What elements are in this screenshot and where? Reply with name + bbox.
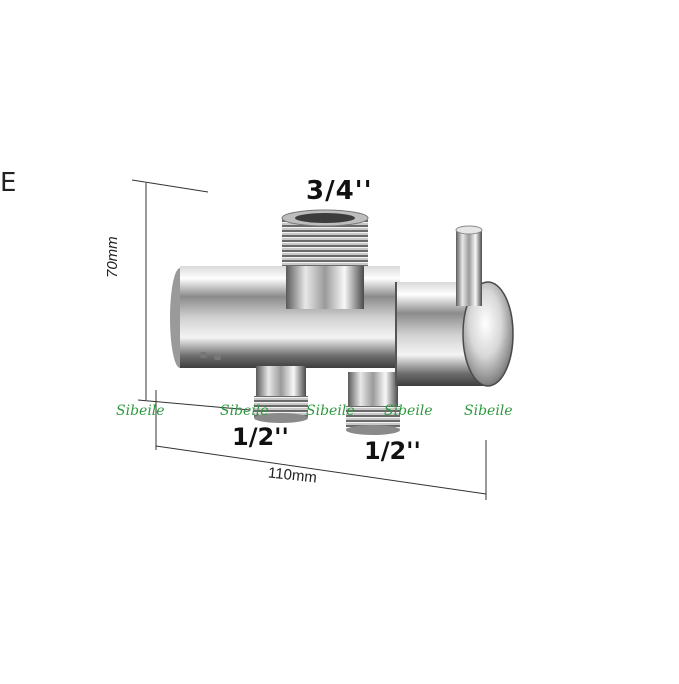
watermark-text: Sibeile [384, 403, 433, 419]
handle-cap [395, 281, 514, 387]
watermark-text: Sibeile [116, 403, 165, 419]
height-dimension: 70mm [104, 236, 121, 278]
corner-letter: E [0, 168, 17, 198]
body-details [200, 352, 221, 360]
lever [455, 225, 483, 306]
dimension-lines [131, 179, 487, 500]
bottom-left-fitting-size: 1/2'' [232, 423, 289, 451]
top-fitting-size: 3/4'' [306, 176, 373, 206]
bottom-left-outlet [254, 366, 308, 423]
bottom-right-fitting-size: 1/2'' [364, 437, 421, 465]
watermark-text: Sibeile [306, 403, 355, 419]
bottom-right-outlet [346, 372, 400, 435]
watermark-text: Sibeile [220, 403, 269, 419]
watermark-text: Sibeile [464, 403, 513, 419]
top-inlet [281, 209, 369, 309]
